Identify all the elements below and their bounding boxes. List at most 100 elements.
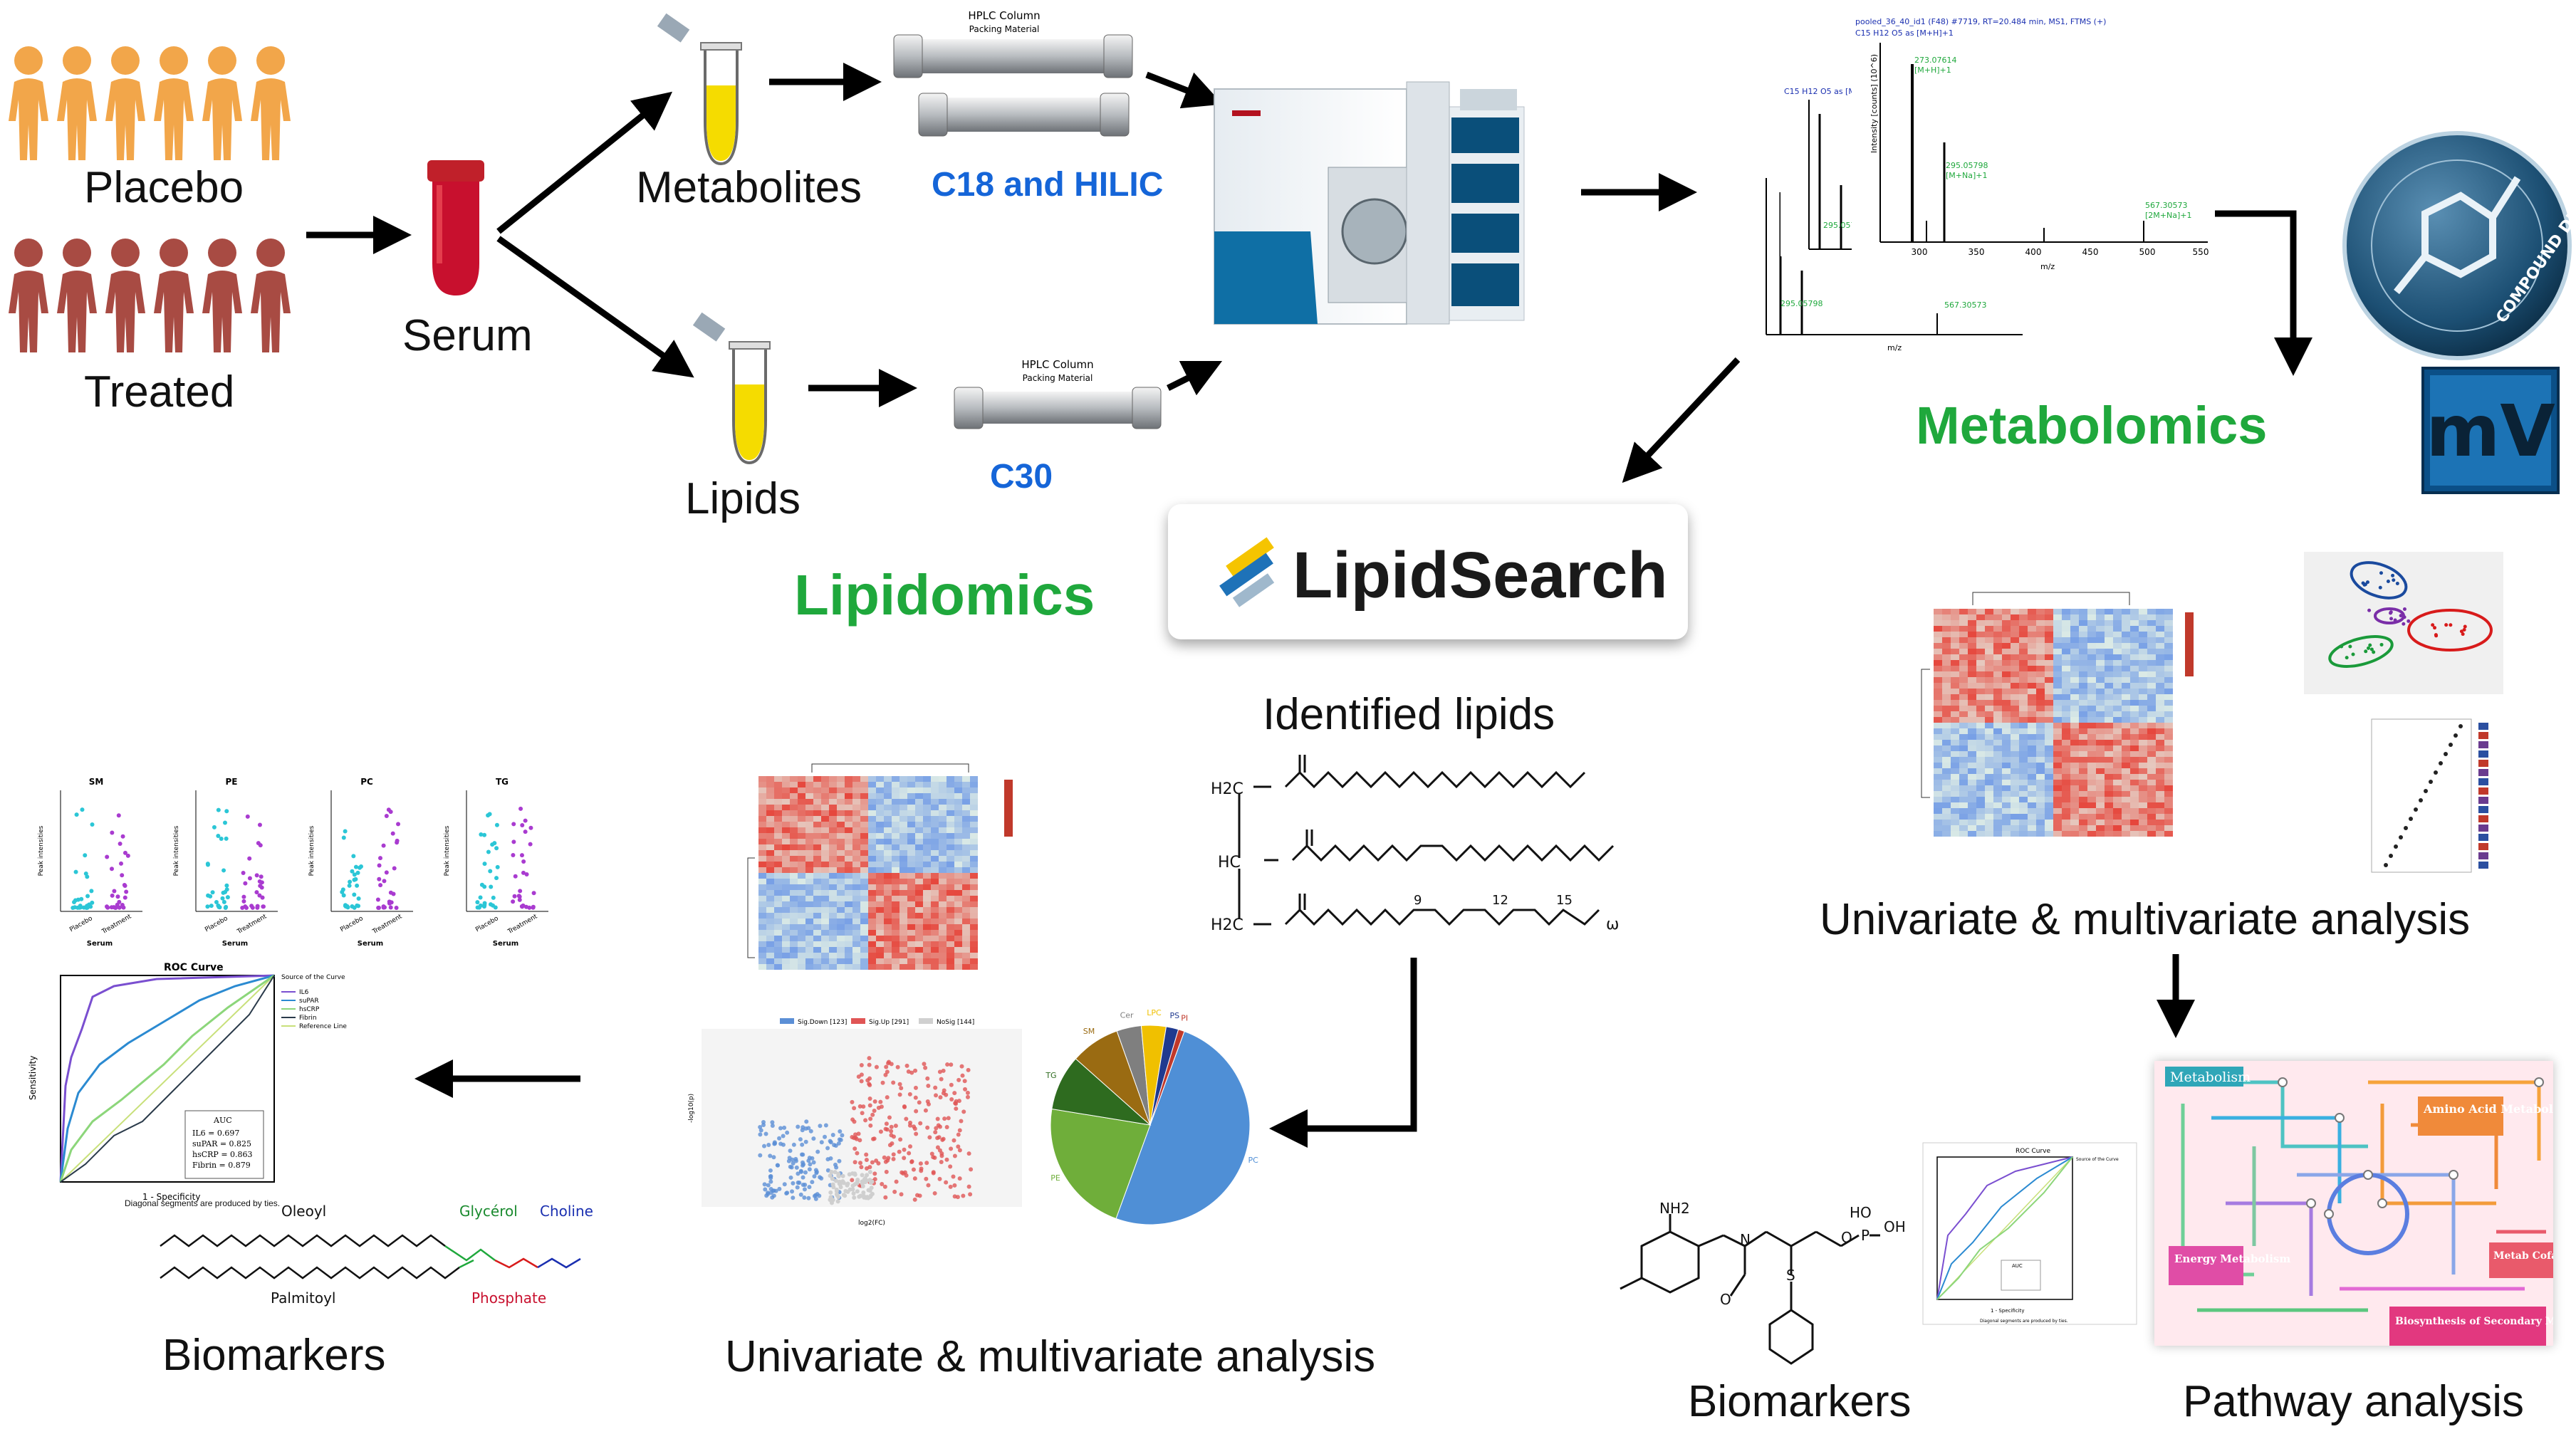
heatmap-cell [1976, 785, 1985, 791]
heatmap-cell [2002, 689, 2011, 694]
svg-text:Fibrin = 0.879: Fibrin = 0.879 [192, 1161, 251, 1170]
heatmap-cell [758, 822, 766, 827]
heatmap-cell [2130, 751, 2139, 757]
heatmap-cell [2087, 671, 2096, 677]
heatmap-cell [2147, 717, 2156, 723]
heatmap-cell [2079, 825, 2087, 831]
heatmap-cell [970, 873, 978, 879]
heatmap-cell [2019, 694, 2028, 700]
heatmap-cell [915, 901, 923, 907]
heatmap-cell [868, 964, 876, 970]
heatmap-cell [2164, 820, 2173, 825]
heatmap-cell [2087, 666, 2096, 671]
heatmap-cell [876, 850, 884, 856]
heatmap-cell [782, 787, 790, 793]
heatmap-cell [931, 862, 939, 867]
heatmap-cell [962, 936, 970, 941]
heatmap-cell [2096, 706, 2105, 711]
dotplot-category: Treatment [100, 913, 133, 936]
heatmap-cell [860, 873, 868, 879]
heatmap-cell [852, 947, 860, 953]
heatmap-cell [2096, 740, 2105, 745]
volcano-point [766, 1142, 771, 1147]
heatmap-cell [947, 941, 954, 947]
volcano-point [917, 1100, 922, 1105]
dotplot-point [261, 904, 266, 909]
heatmap-cell [837, 907, 845, 913]
heatmap-cell [939, 879, 947, 884]
svg-text:550: 550 [2193, 247, 2209, 257]
heatmap-cell [821, 850, 829, 856]
heatmap-cell [2028, 768, 2036, 774]
heatmap-cell [1993, 757, 2002, 763]
svg-text:suPAR: suPAR [299, 998, 319, 1005]
heatmap-cell [2062, 637, 2070, 643]
dotplot-point [212, 825, 217, 829]
heatmap-cell [899, 884, 907, 890]
heatmap-cell [939, 941, 947, 947]
heatmap-cell [813, 884, 821, 890]
dotplot-point [495, 864, 500, 869]
heatmap-cell [1959, 825, 1968, 831]
heatmap-cell [1976, 751, 1985, 757]
heatmap-cell [892, 896, 899, 901]
volcano-point [925, 1125, 930, 1130]
heatmap-cell [1993, 683, 2002, 689]
heatmap-cell [2036, 620, 2045, 626]
heatmap-cell [2079, 728, 2087, 734]
heatmap-cell [837, 913, 845, 919]
heatmap-cell [821, 822, 829, 827]
heatmap-cell [2156, 768, 2164, 774]
heatmap-cell [1993, 632, 2002, 637]
heatmap-cell [782, 856, 790, 862]
heatmap-cell [2019, 620, 2028, 626]
heatmap-cell [2130, 768, 2139, 774]
heatmap-cell [915, 839, 923, 844]
heatmap-cell [782, 941, 790, 947]
heatmap-cell [907, 936, 915, 941]
heatmap-cell [845, 776, 852, 782]
dotplot-point [343, 829, 348, 834]
volcano-point [808, 1129, 813, 1134]
heatmap-cell [821, 947, 829, 953]
heatmap-cell [2011, 614, 2019, 620]
heatmap-cell [1968, 768, 1976, 774]
heatmap-cell [852, 913, 860, 919]
heatmap-cell [837, 805, 845, 810]
volcano-point [933, 1130, 938, 1135]
heatmap-cell [1959, 666, 1968, 671]
volcano-point [907, 1092, 912, 1097]
heatmap-cell [2164, 723, 2173, 728]
heatmap-cell [2079, 814, 2087, 820]
heatmap-cell [1976, 683, 1985, 689]
heatmap-cell [2096, 825, 2105, 831]
heatmap-cell [868, 816, 876, 822]
volcano-point [897, 1149, 902, 1154]
heatmap-cell [2019, 751, 2028, 757]
heatmap-cell [2130, 677, 2139, 683]
heatmap-cell [2070, 660, 2079, 666]
heatmap-cell [1993, 808, 2002, 814]
heatmap-cell [829, 850, 837, 856]
heatmap-cell [2079, 740, 2087, 745]
heatmap-cell [774, 919, 782, 924]
heatmap-cell [868, 958, 876, 964]
heatmap-cell [2062, 740, 2070, 745]
heatmap-cell [962, 947, 970, 953]
heatmap-cell [1976, 734, 1985, 740]
volcano-point [802, 1195, 807, 1200]
heatmap-cell [852, 941, 860, 947]
volcano-point [912, 1124, 917, 1129]
heatmap-cell [2011, 666, 2019, 671]
pca-point [2368, 643, 2372, 647]
heatmap-cell [2087, 717, 2096, 723]
heatmap-cell [2070, 763, 2079, 768]
heatmap-cell [1934, 802, 1942, 808]
pca-point [2406, 619, 2411, 623]
heatmap-cell [2105, 757, 2113, 763]
heatmap-cell [947, 873, 954, 879]
heatmap-cell [2122, 677, 2130, 683]
heatmap-cell [2139, 666, 2147, 671]
svg-text:15: 15 [1556, 893, 1573, 908]
svg-text:Reference Line: Reference Line [299, 1023, 347, 1030]
